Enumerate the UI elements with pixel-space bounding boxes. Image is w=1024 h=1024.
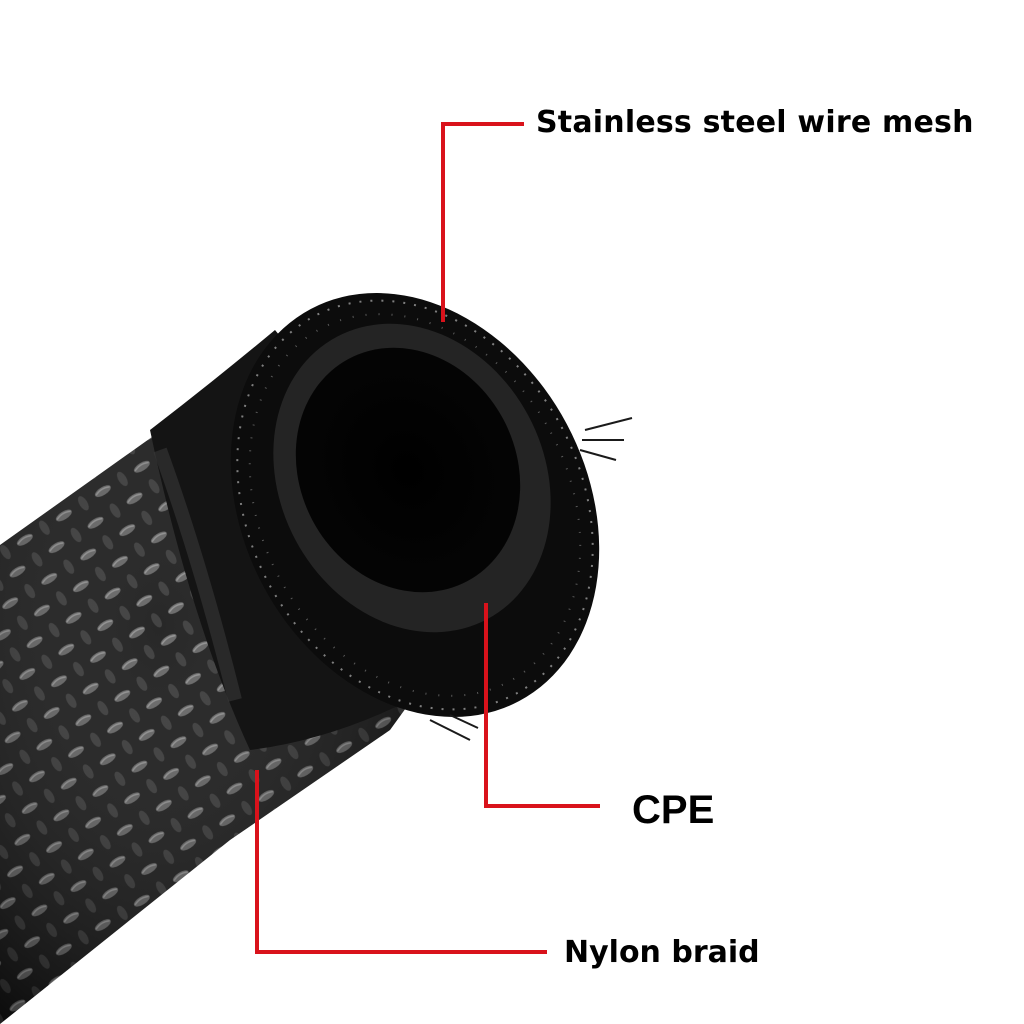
hose-cut-end [230,293,633,741]
leader-lines [255,122,600,954]
stainless-steel-wire-mesh-label: Stainless steel wire mesh [536,105,974,140]
cpe-leader-line [484,603,600,808]
nylon-braid-label: Nylon braid [564,935,760,970]
mesh-leader-line [441,122,524,322]
cpe-label: CPE [632,788,715,832]
nylon-leader-line [255,770,547,954]
